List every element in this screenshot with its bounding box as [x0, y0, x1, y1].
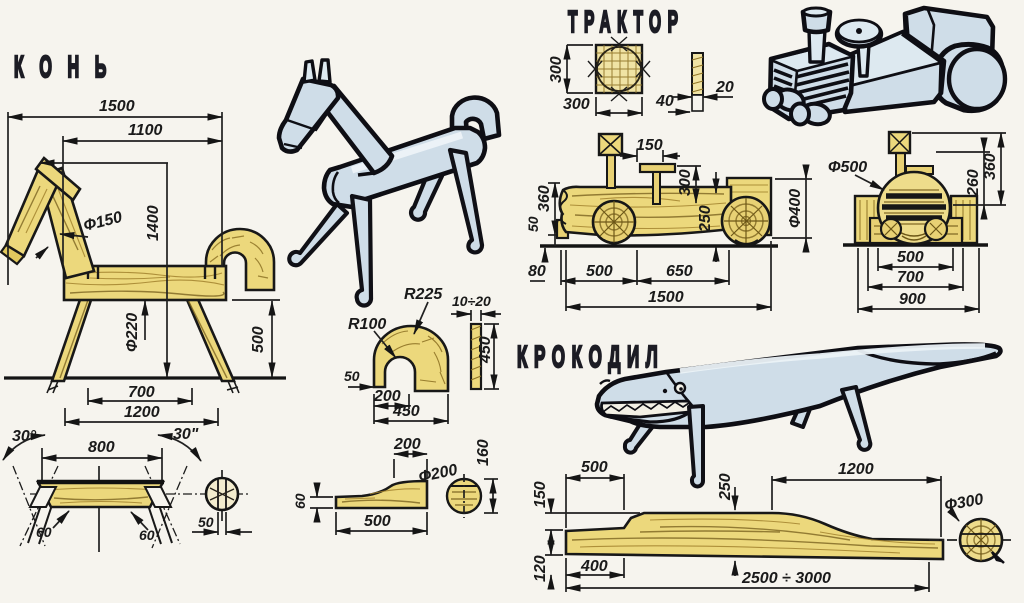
svg-text:300: 300 — [677, 169, 694, 196]
svg-text:700: 700 — [897, 269, 924, 286]
svg-text:200: 200 — [373, 388, 401, 405]
svg-text:150: 150 — [532, 481, 549, 508]
svg-text:КРОКОДИЛ: КРОКОДИЛ — [517, 340, 664, 375]
svg-text:250: 250 — [697, 205, 714, 233]
svg-text:900: 900 — [899, 291, 926, 308]
svg-text:60: 60 — [139, 527, 155, 543]
svg-text:360: 360 — [982, 153, 999, 180]
svg-text:R225: R225 — [404, 286, 443, 303]
svg-text:450: 450 — [392, 403, 420, 420]
svg-text:500: 500 — [897, 249, 924, 266]
svg-text:50: 50 — [344, 368, 360, 384]
svg-text:2500 ÷ 3000: 2500 ÷ 3000 — [741, 570, 831, 587]
svg-text:150: 150 — [636, 137, 663, 154]
svg-text:500: 500 — [364, 513, 391, 530]
svg-text:Ф220: Ф220 — [124, 313, 141, 352]
svg-text:1100: 1100 — [128, 122, 163, 139]
svg-text:300: 300 — [563, 96, 590, 113]
svg-text:10÷20: 10÷20 — [452, 293, 491, 309]
svg-text:200: 200 — [393, 436, 421, 453]
svg-text:360: 360 — [536, 185, 553, 212]
svg-text:1200: 1200 — [838, 461, 874, 478]
svg-text:800: 800 — [88, 439, 115, 456]
svg-text:30°: 30° — [12, 428, 37, 445]
svg-text:300: 300 — [548, 56, 565, 83]
svg-text:450: 450 — [477, 336, 494, 364]
svg-text:КОНЬ: КОНЬ — [14, 51, 122, 85]
svg-text:20: 20 — [715, 79, 734, 96]
svg-text:700: 700 — [128, 384, 155, 401]
svg-text:500: 500 — [250, 326, 267, 353]
svg-text:1500: 1500 — [648, 289, 684, 306]
svg-text:ТРАКТОР: ТРАКТОР — [568, 5, 684, 39]
svg-text:120: 120 — [532, 555, 549, 582]
svg-text:80: 80 — [528, 263, 546, 280]
svg-text:60: 60 — [292, 493, 308, 509]
svg-text:1200: 1200 — [124, 404, 160, 421]
svg-text:400: 400 — [580, 558, 608, 575]
svg-text:Ф500: Ф500 — [828, 159, 867, 176]
svg-text:50: 50 — [525, 216, 541, 232]
svg-text:Ф400: Ф400 — [787, 189, 804, 228]
svg-text:40: 40 — [655, 93, 674, 110]
svg-text:650: 650 — [666, 263, 693, 280]
svg-text:160: 160 — [475, 439, 492, 466]
svg-text:R100: R100 — [348, 316, 386, 333]
svg-text:500: 500 — [581, 459, 608, 476]
svg-text:260: 260 — [965, 169, 982, 197]
svg-text:50: 50 — [198, 514, 214, 530]
svg-text:500: 500 — [586, 263, 613, 280]
svg-text:60: 60 — [36, 524, 52, 540]
svg-text:1500: 1500 — [99, 98, 135, 115]
svg-text:1400: 1400 — [145, 205, 162, 241]
svg-text:250: 250 — [717, 473, 734, 501]
